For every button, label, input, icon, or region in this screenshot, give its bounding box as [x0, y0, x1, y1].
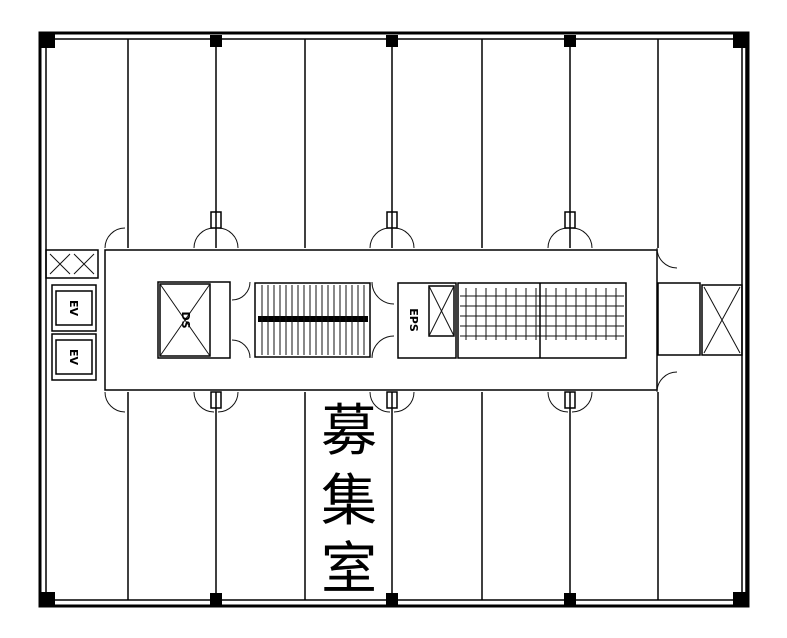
elevator-label-1: EV — [67, 300, 80, 317]
corner-column — [40, 33, 55, 48]
stairs — [231, 281, 395, 359]
corner-column — [733, 592, 748, 607]
column — [210, 593, 222, 605]
door-swing — [369, 391, 415, 413]
elevator-label-2: EV — [67, 349, 80, 366]
elevator-1 — [51, 284, 97, 332]
column — [564, 593, 576, 605]
door-swing — [104, 227, 678, 413]
column — [564, 35, 576, 47]
column — [210, 35, 222, 47]
column — [564, 211, 576, 229]
column — [386, 391, 398, 409]
svg-text:EPS: EPS — [407, 308, 420, 332]
inner-wall — [45, 38, 743, 601]
svg-text:室: 室 — [321, 537, 377, 602]
outer-wall — [38, 31, 750, 608]
door-swing — [193, 391, 239, 413]
svg-text:集: 集 — [321, 469, 377, 534]
column — [386, 35, 398, 47]
columns — [40, 33, 748, 607]
corner-column — [40, 592, 55, 607]
service-right — [657, 282, 743, 356]
corner-column — [733, 33, 748, 48]
column — [210, 211, 222, 229]
column — [210, 391, 222, 409]
column — [564, 391, 576, 409]
elevator-2 — [51, 333, 97, 381]
column — [386, 593, 398, 605]
restrooms — [457, 282, 627, 359]
shaft-ds: DS — [157, 281, 231, 359]
svg-text:DS: DS — [179, 311, 192, 328]
door-swing — [547, 391, 593, 413]
office-partitions — [104, 39, 747, 600]
column — [386, 211, 398, 229]
svg-text:募: 募 — [321, 399, 377, 464]
eps-room: EPS — [397, 282, 457, 359]
elevator-hall-left: EV EV — [45, 249, 99, 381]
corridor — [104, 249, 658, 391]
vacancy-label: 募 集 室 — [321, 399, 377, 602]
